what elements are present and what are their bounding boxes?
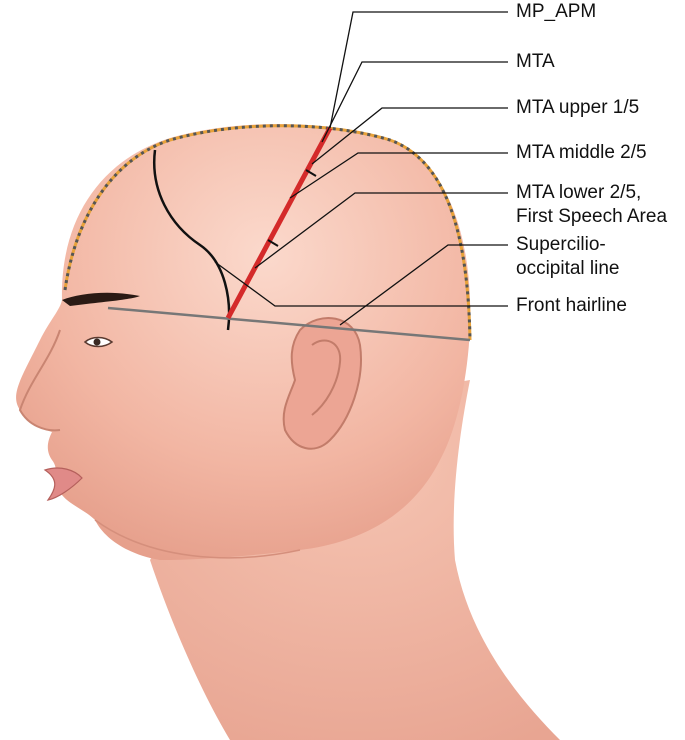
head-shape (16, 123, 471, 561)
lips (43, 467, 83, 501)
supercilio-occipital-line (107, 306, 471, 342)
jaw-line (94, 519, 301, 559)
label-mta-lower-line2: First Speech Area (516, 206, 668, 227)
label-mp-apm: MP_APM (516, 1, 597, 22)
front-hairline-curve (152, 149, 231, 331)
leader-lines (214, 11, 508, 326)
label-supercilio-line1: Supercilio- (516, 234, 606, 255)
nose (18, 329, 61, 432)
ear (282, 317, 362, 450)
label-mta-upper: MTA upper 1/5 (516, 97, 640, 118)
label-front-hairline: Front hairline (516, 295, 627, 316)
mta-line (225, 126, 333, 320)
label-mta-lower-line1: MTA lower 2/5, (516, 182, 642, 203)
eyebrow (62, 292, 140, 306)
label-mta-middle: MTA middle 2/5 (516, 142, 647, 163)
label-supercilio-line2: occipital line (516, 258, 620, 279)
label-mta: MTA (516, 51, 555, 72)
pupil (93, 338, 101, 346)
